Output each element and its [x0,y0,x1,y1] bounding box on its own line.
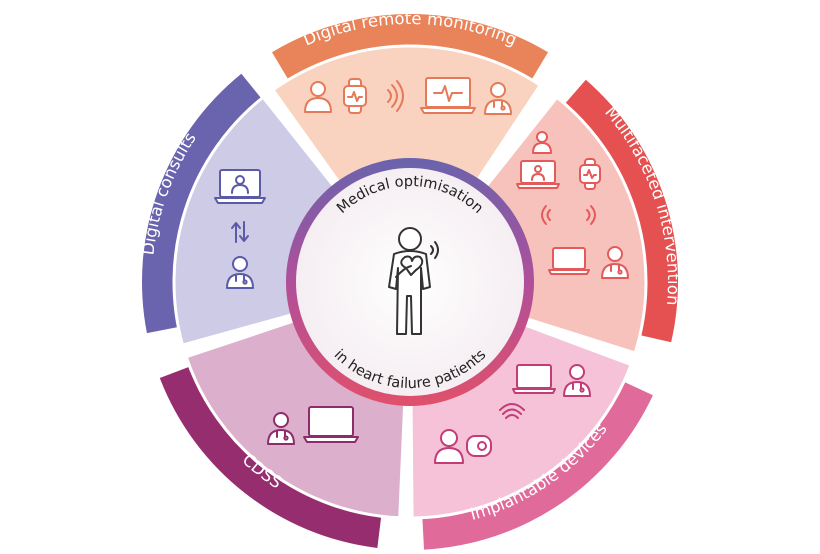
smartwatch-icon [343,78,367,114]
implant-device-icon [466,435,492,457]
laptop-heart-icon [420,77,476,114]
icons-multifaceted-intervention [516,131,629,279]
doctor-icon [484,82,512,115]
doctor-icon [563,364,591,397]
wireless-signal-icon [499,403,525,419]
icons-cdss [267,406,359,445]
wireless-signal-icon [541,205,551,225]
laptop-icon [512,364,556,394]
laptop-icon [303,406,359,443]
laptop-icon [548,247,590,275]
doctor-icon [601,246,629,279]
band-digital-consults [142,73,262,334]
center-hub: Medical optimisation in heart failure pa… [286,158,534,406]
laptop-patient-icon [214,169,266,204]
patient-icon [532,131,552,154]
wireless-signal-icon [586,205,596,225]
band-digital-remote-monitoring [271,13,549,80]
patient-icon [304,81,332,113]
band-multifaceted-intervention [564,79,678,343]
doctor-icon [226,256,254,289]
patient-icon [434,429,464,464]
laptop-patient-icon [516,160,560,189]
heart-patient-figure-icon [388,227,439,335]
wireless-signal-icon [387,80,404,112]
icons-digital-remote-monitoring [304,77,512,115]
icons-implantable-devices [434,364,591,464]
smartwatch-icon [579,158,601,190]
doctor-icon [267,412,295,445]
exchange-arrows-icon [231,221,249,243]
icons-digital-consults [214,169,266,289]
